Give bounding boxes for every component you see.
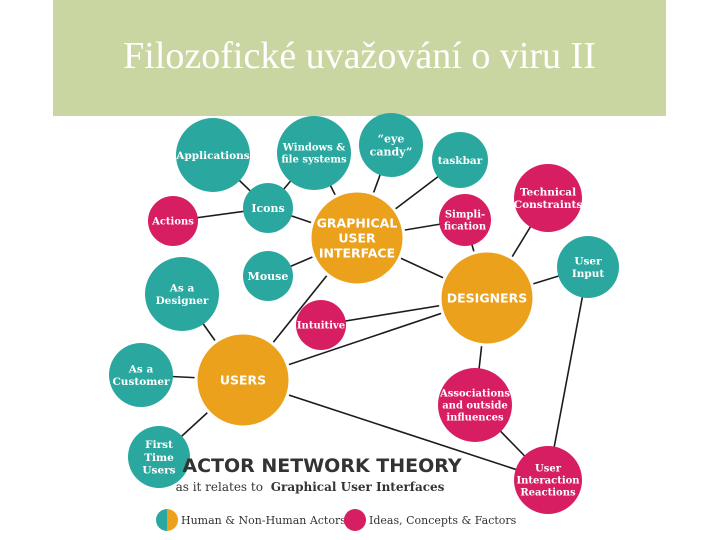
- node-technical-circle: [514, 164, 582, 232]
- edge-users-user_interaction: [242, 379, 549, 481]
- node-mouse-label: Mouse: [248, 270, 289, 283]
- subheading-prefix: as it relates to: [176, 480, 263, 494]
- node-eye-candy-circle: [359, 113, 423, 177]
- node-mouse: Mouse: [243, 251, 293, 301]
- diagram-subheading: as it relates to Graphical User Interfac…: [176, 480, 445, 494]
- edge-user_input-user_interaction: [547, 266, 589, 481]
- node-actions-label: Actions: [151, 217, 194, 228]
- node-user-interaction-circle: [514, 446, 582, 514]
- node-taskbar-label: taskbar: [438, 155, 483, 167]
- hub-designers-label: DESIGNERS: [447, 291, 527, 306]
- node-first-time-circle: [128, 426, 190, 488]
- node-associations-circle: [438, 368, 512, 442]
- node-taskbar: taskbar: [432, 132, 488, 188]
- hub-designers: DESIGNERS: [438, 249, 536, 347]
- node-simplification-label: Simpli-fication: [444, 210, 487, 233]
- node-applications-circle: [176, 118, 250, 192]
- node-simplification: Simpli-fication: [439, 194, 491, 246]
- hub-gui-circle: [308, 189, 406, 287]
- node-actions-circle: [148, 196, 198, 246]
- node-icons-circle: [243, 183, 293, 233]
- node-mouse-circle: [243, 251, 293, 301]
- legend-actor-swatch: [156, 509, 178, 531]
- node-as-customer-circle: [109, 343, 173, 407]
- node-intuitive: Intuitive: [296, 300, 346, 350]
- title-band: Filozofické uvažování o viru II: [53, 0, 666, 116]
- node-taskbar-circle: [432, 132, 488, 188]
- diagram-heading: ACTOR NETWORK THEORY: [182, 455, 462, 477]
- legend-actor-label: Human & Non-Human Actors: [181, 514, 346, 527]
- subheading-topic: Graphical User Interfaces: [271, 480, 445, 494]
- node-windows-label: Windows &file systems: [281, 143, 347, 166]
- node-simplification-circle: [439, 194, 491, 246]
- hub-users-label: USERS: [220, 373, 266, 388]
- node-windows: Windows &file systems: [277, 116, 351, 190]
- node-applications: Applications: [175, 118, 250, 192]
- node-windows-circle: [277, 116, 351, 190]
- hub-users: USERS: [194, 331, 292, 429]
- hub-designers-circle: [438, 249, 536, 347]
- legend-idea-label: Ideas, Concepts & Factors: [369, 514, 517, 527]
- node-icons-label: Icons: [251, 202, 284, 215]
- node-as-designer-circle: [145, 257, 219, 331]
- legend-idea-swatch: [344, 509, 366, 531]
- node-icons: Icons: [243, 183, 293, 233]
- hub-users-circle: [194, 331, 292, 429]
- legend: Human & Non-Human Actors Ideas, Concepts…: [156, 509, 517, 531]
- slide-title: Filozofické uvažování o viru II: [123, 35, 596, 77]
- node-intuitive-label: Intuitive: [297, 321, 345, 332]
- node-actions: Actions: [148, 196, 198, 246]
- node-user-input-circle: [557, 236, 619, 298]
- node-intuitive-circle: [296, 300, 346, 350]
- node-applications-label: Applications: [175, 150, 249, 162]
